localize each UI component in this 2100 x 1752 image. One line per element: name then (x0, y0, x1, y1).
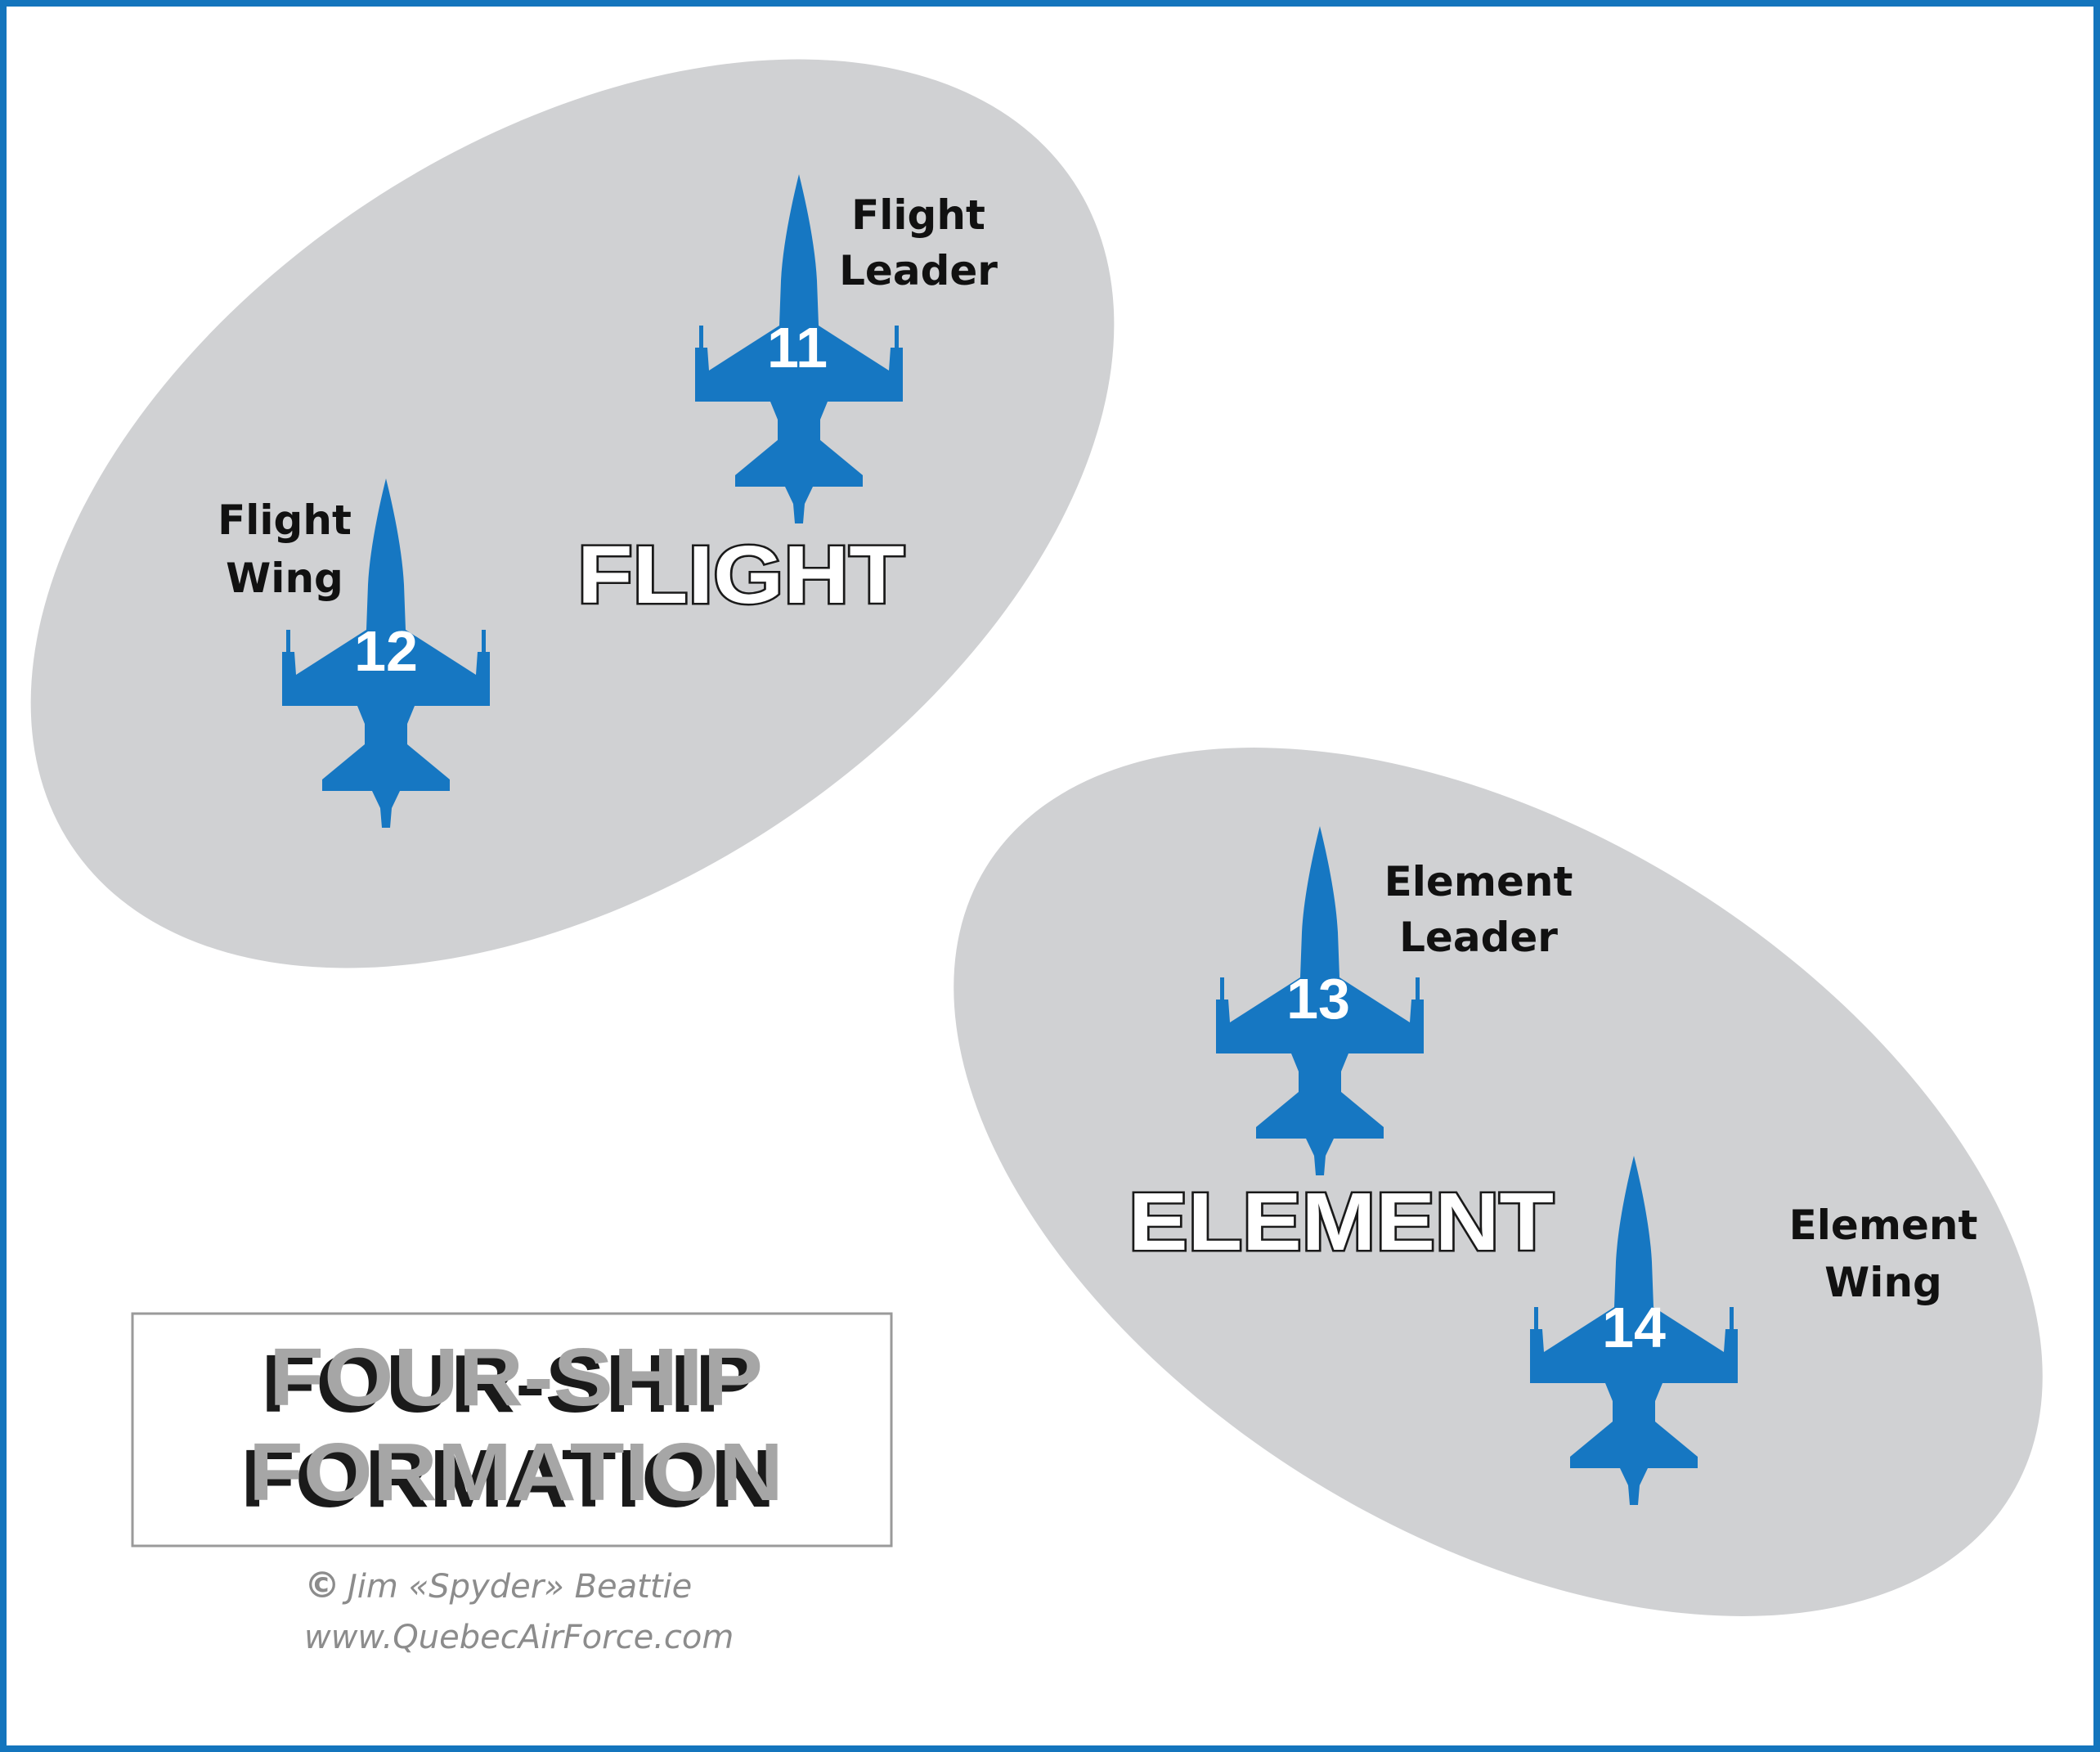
aircraft-number: 11 (767, 316, 828, 380)
credit-author: Jim «Spyder» Beattie (342, 1568, 692, 1606)
element-group-label: ELEMENT (1129, 1176, 1554, 1268)
aircraft-role-line1: Element (1384, 858, 1573, 905)
aircraft-14: 14 Element Wing (1530, 1156, 1977, 1505)
aircraft-role-line1: Element (1789, 1202, 1978, 1249)
copyright-symbol: © (304, 1565, 340, 1606)
title-line2: FORMATION (249, 1426, 783, 1518)
element-group-ellipse (954, 748, 2043, 1616)
flight-group-ellipse (30, 59, 1115, 968)
aircraft-role-line2: Leader (1399, 914, 1558, 961)
title-border (131, 1312, 893, 1548)
title-line1-outline: FOUR-SHIP (261, 1338, 755, 1430)
aircraft-role-line2: Wing (226, 555, 343, 602)
credit-block: © Jim «Spyder» Beattie www.QuebecAirForc… (304, 1565, 734, 1656)
aircraft-number: 13 (1286, 967, 1350, 1031)
aircraft-13: 13 Element Leader (1216, 826, 1573, 1175)
aircraft-role-line1: Flight (851, 191, 985, 239)
credit-website: www.QuebecAirForce.com (304, 1619, 734, 1656)
aircraft-12: 12 Flight Wing (218, 478, 490, 828)
aircraft-number: 12 (354, 619, 418, 683)
title-box: FOUR-SHIP FOUR-SHIP FORMATION FORMATION (131, 1312, 893, 1548)
aircraft-11: 11 Flight Leader (695, 174, 998, 523)
aircraft-role-line2: Wing (1824, 1259, 1942, 1306)
aircraft-role-line2: Leader (839, 247, 998, 294)
aircraft-role-line1: Flight (218, 496, 352, 544)
title-line2-outline: FORMATION (240, 1433, 775, 1525)
aircraft-number: 14 (1602, 1296, 1666, 1359)
flight-group-label: FLIGHT (577, 529, 904, 621)
title-line1: FOUR-SHIP (269, 1332, 763, 1423)
